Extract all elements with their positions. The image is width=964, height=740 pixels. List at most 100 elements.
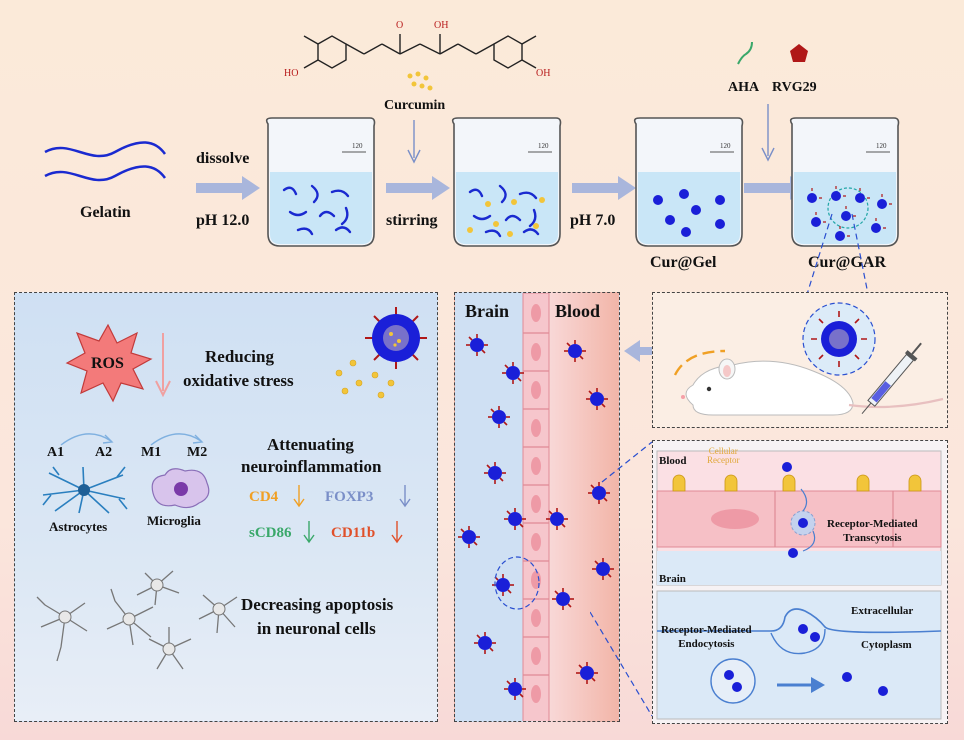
marker-cd4: CD4: [249, 489, 279, 505]
dissolve-label: dissolve: [196, 150, 250, 167]
nanoparticle: [502, 362, 524, 384]
curgar-label: Cur@GAR: [808, 254, 886, 271]
transcytosis-brain-label: Brain: [659, 573, 686, 585]
nanoparticle: [466, 334, 488, 356]
stirring-label: stirring: [386, 212, 438, 229]
nanoparticle: [564, 340, 586, 362]
curcumin-release-icon: [335, 359, 395, 399]
apoptosis-label-2: in neuronal cells: [257, 619, 376, 638]
brain-label: Brain: [465, 301, 510, 321]
beaker-curgel-icon: 120: [633, 117, 744, 247]
ph12-label: pH 12.0: [196, 212, 250, 229]
ros-label: ROS: [91, 355, 124, 372]
astrocytes-label: Astrocytes: [49, 519, 108, 534]
nanoparticle: [474, 632, 496, 654]
nanoparticle: [488, 406, 510, 428]
arrow-down-icon: [155, 333, 171, 397]
apoptosis-label-1: Decreasing apoptosis: [241, 595, 394, 614]
beaker-curgar-icon: 120: [789, 117, 900, 247]
nanoparticle: [576, 662, 598, 684]
mouse-injection-illustration: [673, 302, 944, 416]
zoom-connector-lines: [590, 441, 653, 717]
nanoparticle-icon: [365, 307, 427, 369]
nanoparticle: [546, 508, 568, 530]
rvg29-icon: [790, 44, 808, 62]
nanoparticle: [586, 388, 608, 410]
rme-label-1: Receptor-Mediated: [661, 624, 752, 636]
beaker-gelatin-icon: 120: [265, 117, 376, 247]
nanoparticle: [552, 588, 574, 610]
svg-text:120: 120: [352, 142, 363, 150]
attenuating-label-2: neuroinflammation: [241, 457, 382, 476]
curved-arrow-icon: [60, 433, 114, 446]
rmt-label-1: Receptor-Mediated: [827, 518, 918, 530]
nanoparticle: [492, 574, 514, 596]
transcytosis-panel: Blood Cellular Receptor Receptor-Mediate…: [652, 440, 948, 724]
microglia-label: Microglia: [147, 513, 201, 528]
zoom-connector-lines: [803, 213, 871, 305]
svg-text:120: 120: [876, 142, 887, 150]
m1-label: M1: [141, 445, 162, 460]
injection-panel: [652, 292, 948, 428]
beaker-mixing-icon: 120: [451, 117, 562, 247]
nanoparticles: [458, 334, 614, 700]
bbb-panel: Brain Blood: [454, 292, 620, 722]
arrow-left-icon: [624, 340, 658, 362]
ros-burst-icon: [65, 323, 153, 403]
bbb-endothelium: [458, 293, 614, 721]
molecule-ho-left: HO: [284, 68, 298, 79]
m2-label: M2: [187, 445, 208, 460]
arrow-right-icon: [572, 176, 636, 200]
svg-text:120: 120: [538, 142, 549, 150]
curved-arrow-icon: [150, 433, 204, 446]
a1-label: A1: [47, 445, 65, 460]
rmt-label-2: Transcytosis: [843, 532, 902, 544]
arrow-down-icon: [407, 120, 421, 164]
curgel-label: Cur@Gel: [650, 254, 717, 271]
arrow-down-icon: [293, 485, 305, 508]
svg-text:120: 120: [720, 142, 731, 150]
marker-cd11b: CD11b: [331, 525, 376, 541]
rmt-label: Receptor-Mediated Transcytosis: [827, 517, 918, 545]
attenuating-label-1: Attenuating: [267, 435, 354, 454]
a2-label: A2: [95, 445, 113, 460]
aha-icon: [737, 41, 753, 65]
nanoparticle: [592, 558, 614, 580]
arrow-right-icon: [386, 176, 450, 200]
cytoplasm-label: Cytoplasm: [861, 639, 912, 651]
astrocyte-icon: [42, 466, 128, 514]
arrow-down-icon: [391, 521, 403, 544]
transcytosis-blood-label: Blood: [659, 455, 687, 467]
gelatin-chains-icon: [44, 141, 167, 182]
arrow-down-icon: [303, 521, 315, 544]
gelatin-label: Gelatin: [80, 204, 131, 221]
rme-label: Receptor-Mediated Endocytosis: [661, 623, 752, 651]
marker-foxp3: FOXP3: [325, 489, 374, 505]
cellular-receptor-label: Cellular Receptor: [707, 447, 739, 465]
arrow-right-icon: [196, 176, 260, 200]
neurons-icon: [36, 570, 238, 670]
blood-label: Blood: [555, 301, 601, 321]
curcumin-label: Curcumin: [384, 98, 446, 113]
receptor-label-1: Cellular: [708, 446, 738, 456]
effects-panel: ROS Reducing oxidative stress A1 A2 Astr…: [14, 292, 438, 722]
nanoparticle: [504, 678, 526, 700]
molecule-o: O: [396, 20, 403, 31]
extracellular-label: Extracellular: [851, 605, 914, 617]
marker-scd86: sCD86: [249, 525, 292, 541]
arrow-down-icon: [761, 104, 775, 162]
aha-label: AHA: [728, 80, 760, 95]
nanoparticle: [588, 482, 610, 504]
rme-label-2: Endocytosis: [678, 638, 735, 650]
reducing-label-1: Reducing: [205, 347, 274, 366]
curcumin-molecule-icon: O OH HO OH: [284, 20, 550, 79]
molecule-oh: OH: [434, 20, 448, 31]
microglia-icon: [151, 468, 210, 509]
curcumin-dots-icon: [407, 71, 433, 91]
reducing-label-2: oxidative stress: [183, 371, 294, 390]
ph7-label: pH 7.0: [570, 212, 616, 229]
molecule-ho-right: OH: [536, 68, 550, 79]
nanoparticle: [484, 462, 506, 484]
nanoparticle: [458, 526, 480, 548]
nanoparticle: [504, 508, 526, 530]
